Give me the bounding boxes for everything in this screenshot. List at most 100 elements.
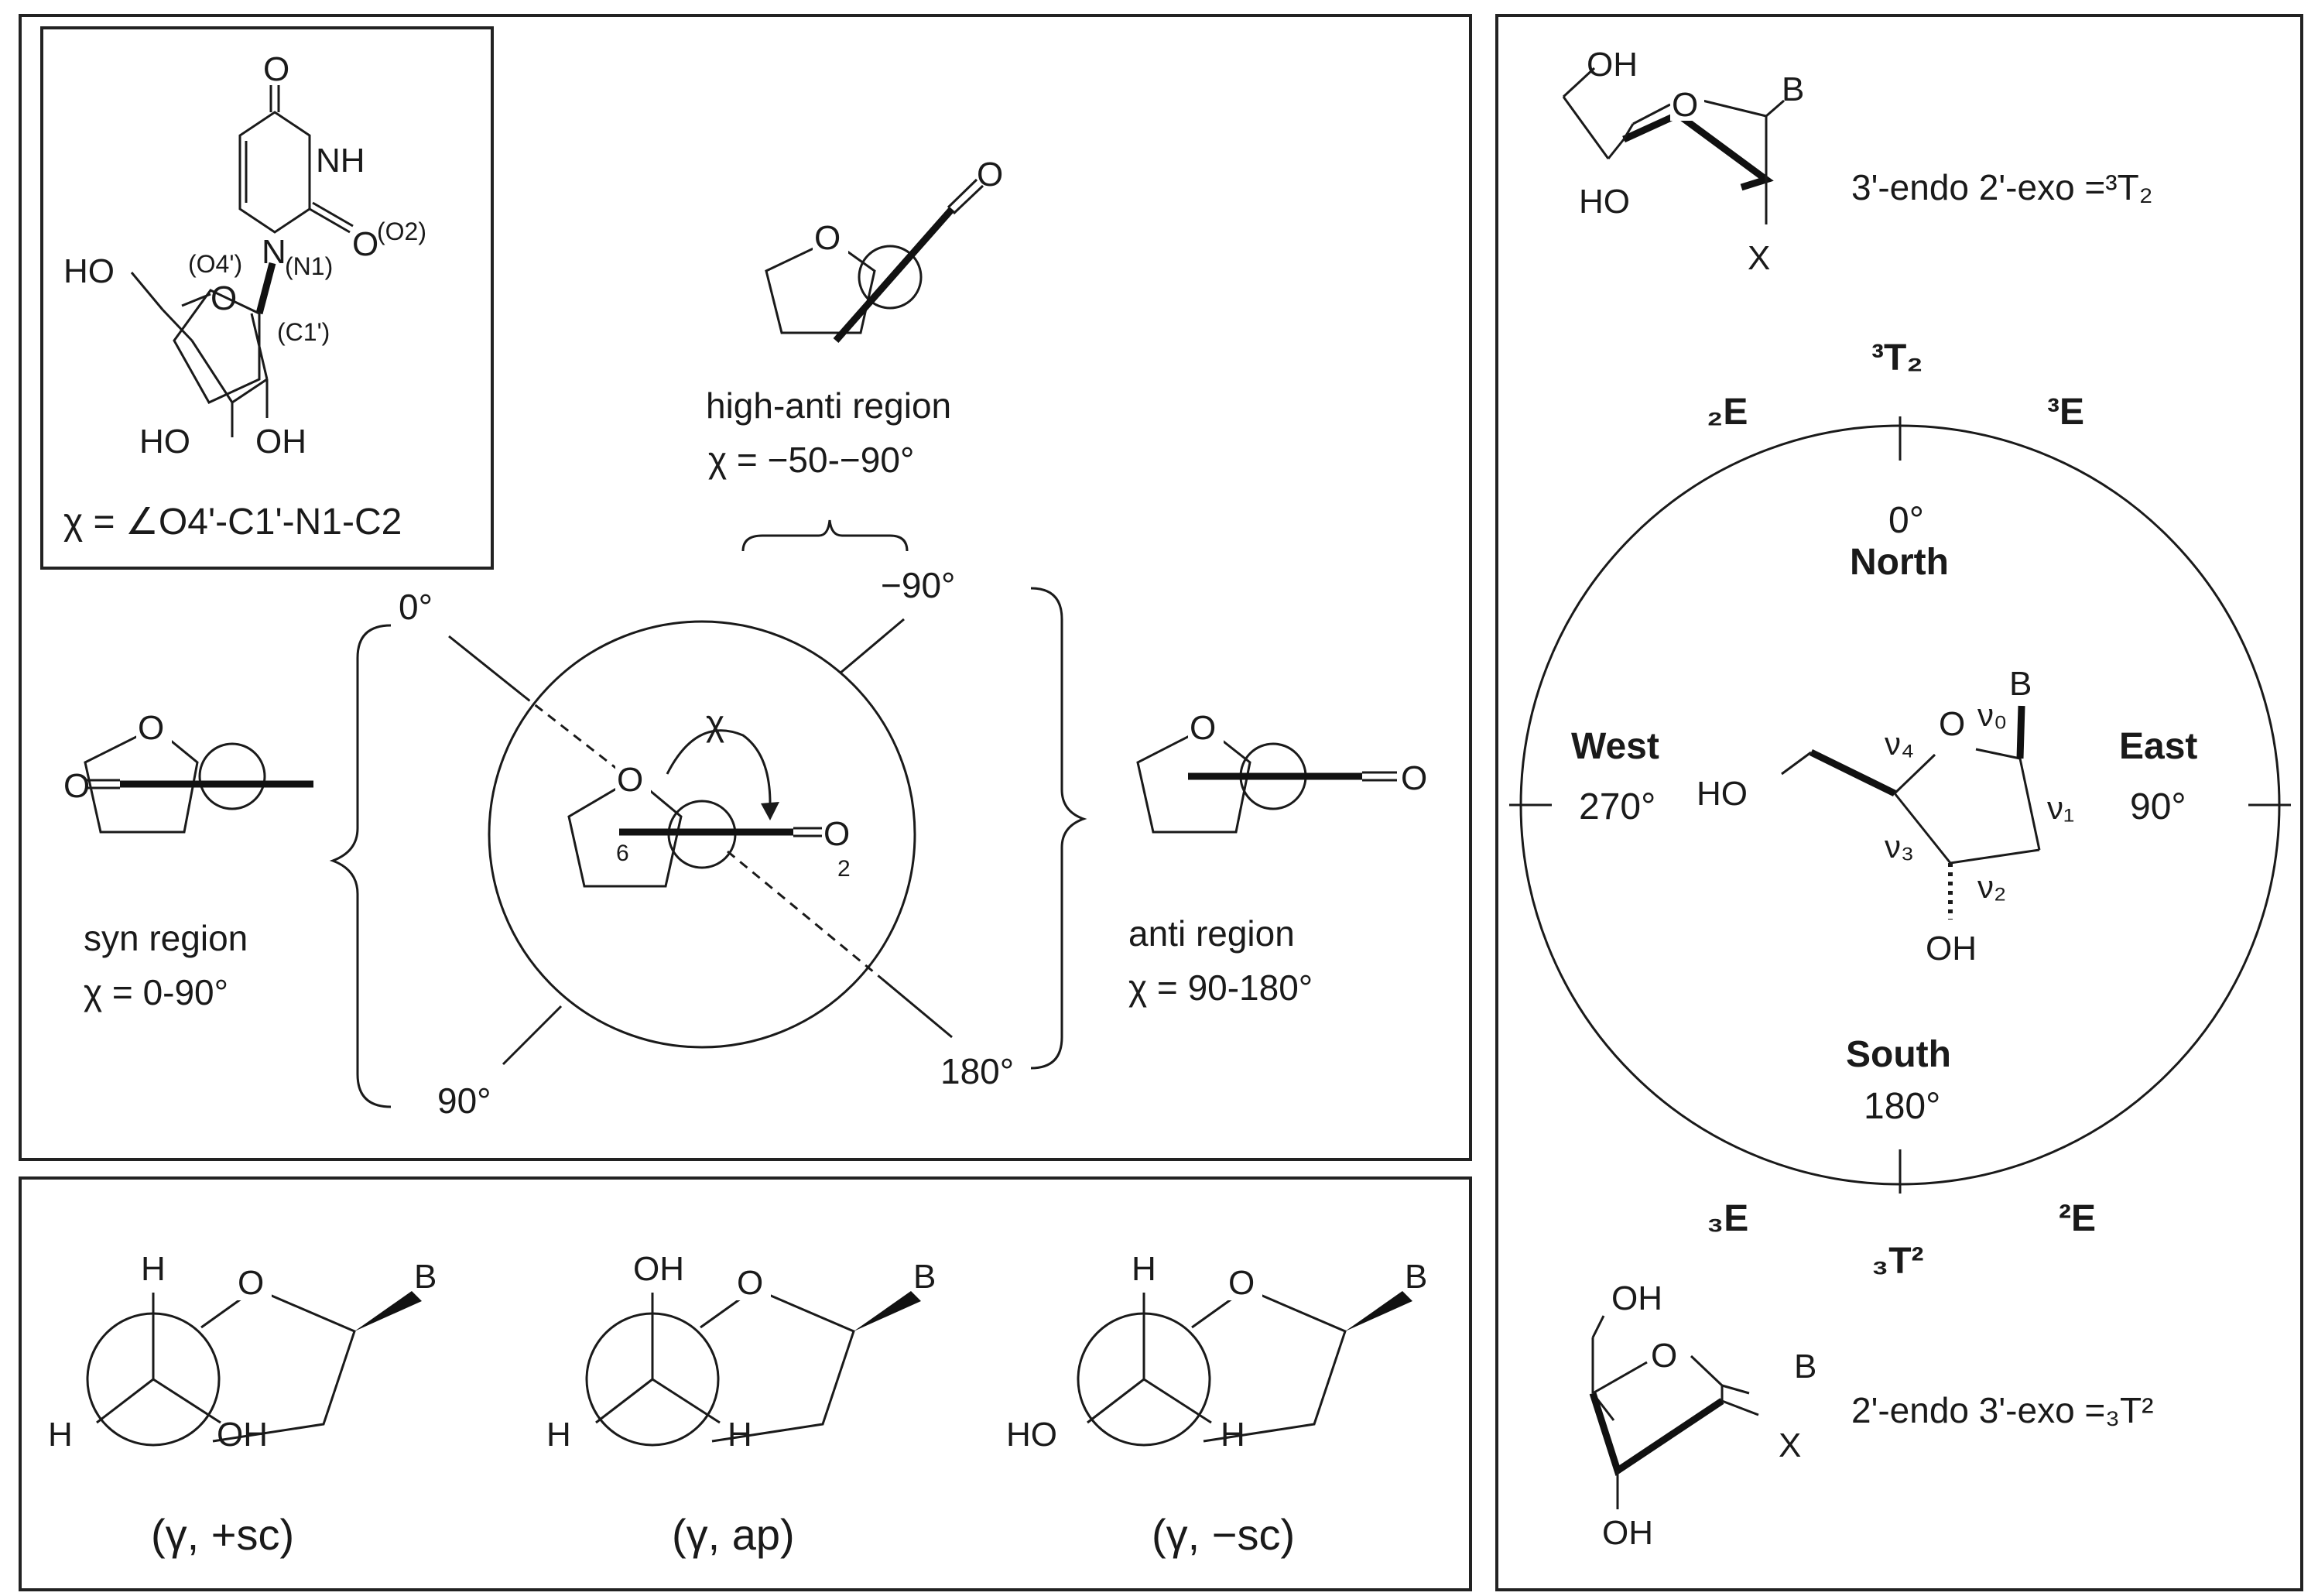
nucleoside-inset: O NH O (O2) N (N1) O (O4') (C1') HO HO O… (40, 26, 494, 570)
south-deg: 180° (1864, 1086, 1940, 1127)
anti-ring-o: O (1190, 709, 1216, 747)
panel-pseudorotation-frame (1495, 14, 2303, 1591)
center-ho: HO (1697, 775, 1748, 813)
south-label: South (1846, 1034, 1951, 1075)
chi-definition: χ = ∠O4'-C1'-N1-C2 (63, 502, 402, 543)
label-top-right-E: ³E (2047, 392, 2084, 433)
deg-180: 180° (940, 1051, 1014, 1091)
gamma-newman-1: O B H H OH (γ, +sc) (48, 1250, 437, 1559)
gamma-1-b: B (414, 1258, 437, 1296)
gamma-2-o: O (737, 1264, 763, 1302)
anti-range: χ = 90-180° (1128, 968, 1313, 1008)
west-deg: 270° (1579, 786, 1655, 827)
gamma-1-o: O (238, 1264, 264, 1302)
label-bottom-T: ₃T² (1871, 1241, 1924, 1282)
north-conf-ho: HO (1579, 183, 1630, 221)
south-conf-b: B (1794, 1348, 1816, 1385)
deg-90: 90° (437, 1081, 491, 1121)
chi-wheel-ring-o: O (617, 761, 643, 799)
high-anti-range: χ = −50-−90° (708, 440, 914, 480)
gamma-1-right: OH (217, 1416, 268, 1454)
high-anti-name: high-anti region (706, 385, 951, 426)
center-o: O (1939, 705, 1965, 743)
label-o4p: (O4') (188, 250, 242, 278)
north-conf-label: 3'-endo 2'-exo =³T₂ (1851, 167, 2153, 207)
syn-sub-o: O (63, 767, 90, 805)
gamma-3-caption: (γ, −sc) (1152, 1510, 1295, 1559)
label-top-T: ³T₂ (1871, 337, 1923, 378)
uracil-o4: O (263, 50, 289, 88)
nu0: ν₀ (1977, 697, 2007, 733)
gamma-3-o: O (1228, 1264, 1255, 1302)
gamma-3-right: H (1221, 1416, 1245, 1454)
gamma-1-left: H (48, 1416, 73, 1454)
deg-0: 0° (399, 587, 433, 627)
chi-symbol: χ (706, 703, 724, 743)
label-o2: (O2) (377, 217, 426, 245)
syn-conformer: O O syn region χ = 0-90° (63, 707, 313, 1012)
chi-wheel-sub-o: O (823, 815, 850, 853)
south-conf-ho: OH (1602, 1514, 1653, 1552)
label-bottom-right-E: ²E (2059, 1198, 2096, 1239)
gamma-2-left: H (546, 1416, 571, 1454)
chi-wheel: O O 6 2 χ 0° −90° 90° 180° (329, 565, 1087, 1121)
anti-sub-o: O (1401, 759, 1427, 797)
panel-gamma-frame (19, 1176, 1472, 1591)
gamma-3-top: H (1132, 1250, 1156, 1288)
gamma-3-b: B (1405, 1258, 1427, 1296)
gamma-2-b: B (913, 1258, 936, 1296)
north-conf-o: O (1672, 86, 1698, 124)
gamma-2-right: H (728, 1416, 752, 1454)
nu2: ν₂ (1977, 868, 2006, 905)
ho3p: HO (139, 423, 190, 461)
uracil-nh: NH (316, 142, 365, 180)
gamma-2-top: OH (633, 1250, 684, 1288)
anti-name: anti region (1128, 913, 1295, 954)
panel-chi-frame (19, 14, 1472, 1161)
label-bottom-left-E: ₃E (1707, 1198, 1748, 1239)
oh2p: OH (255, 423, 306, 461)
north-conformer: O OH HO B X 3'-endo 2'-exo =³T₂ (1562, 46, 2153, 277)
south-conf-o: O (1651, 1337, 1677, 1375)
syn-name: syn region (84, 918, 248, 958)
south-conf-oh: OH (1611, 1279, 1662, 1317)
label-c1p: (C1') (277, 318, 330, 346)
chi-wheel-label-6: 6 (616, 841, 629, 866)
deg-minus-90: −90° (881, 565, 955, 605)
label-n1: (N1) (285, 252, 333, 280)
gamma-newman-2: O B OH H H (γ, ap) (546, 1250, 936, 1559)
south-conf-x: X (1779, 1426, 1801, 1464)
north-label: North (1850, 542, 1949, 583)
nu3: ν₃ (1885, 828, 1914, 865)
high-anti-ring-o: O (814, 219, 841, 257)
center-oh: OH (1926, 930, 1977, 968)
anti-conformer: O O anti region χ = 90-180° (1128, 707, 1427, 1008)
syn-range: χ = 0-90° (84, 972, 228, 1012)
north-deg: 0° (1888, 500, 1924, 541)
high-anti-sub-o: O (977, 156, 1003, 194)
north-conf-oh: OH (1587, 46, 1638, 84)
nu1: ν₁ (2047, 789, 2074, 826)
uracil-o2: O (352, 225, 378, 263)
east-label: East (2119, 726, 2197, 767)
sugar-o4p: O (211, 279, 237, 317)
gamma-2-caption: (γ, ap) (672, 1510, 795, 1559)
nucleoside-inset-frame (40, 26, 494, 570)
south-conf-label: 2'-endo 3'-exo =₃T² (1851, 1390, 2153, 1430)
nu4: ν₄ (1885, 725, 1914, 762)
gamma-3-left: HO (1006, 1416, 1057, 1454)
gamma-1-caption: (γ, +sc) (151, 1510, 294, 1559)
high-anti-conformer: O O high-anti region χ = −50-−90° (706, 156, 1003, 552)
gamma-newman-3: O B H HO H (γ, −sc) (1006, 1250, 1427, 1559)
gamma-1-top: H (141, 1250, 166, 1288)
east-deg: 90° (2130, 786, 2186, 827)
chi-wheel-circle (488, 620, 916, 1049)
north-conf-x: X (1748, 239, 1770, 277)
ho5p: HO (63, 252, 115, 290)
north-conf-b: B (1782, 70, 1804, 108)
center-b: B (2009, 665, 2032, 703)
syn-ring-o: O (138, 709, 164, 747)
west-label: West (1571, 726, 1659, 767)
south-conformer: O OH OH B X 2'-endo 3'-exo =₃T² (1589, 1279, 2153, 1552)
